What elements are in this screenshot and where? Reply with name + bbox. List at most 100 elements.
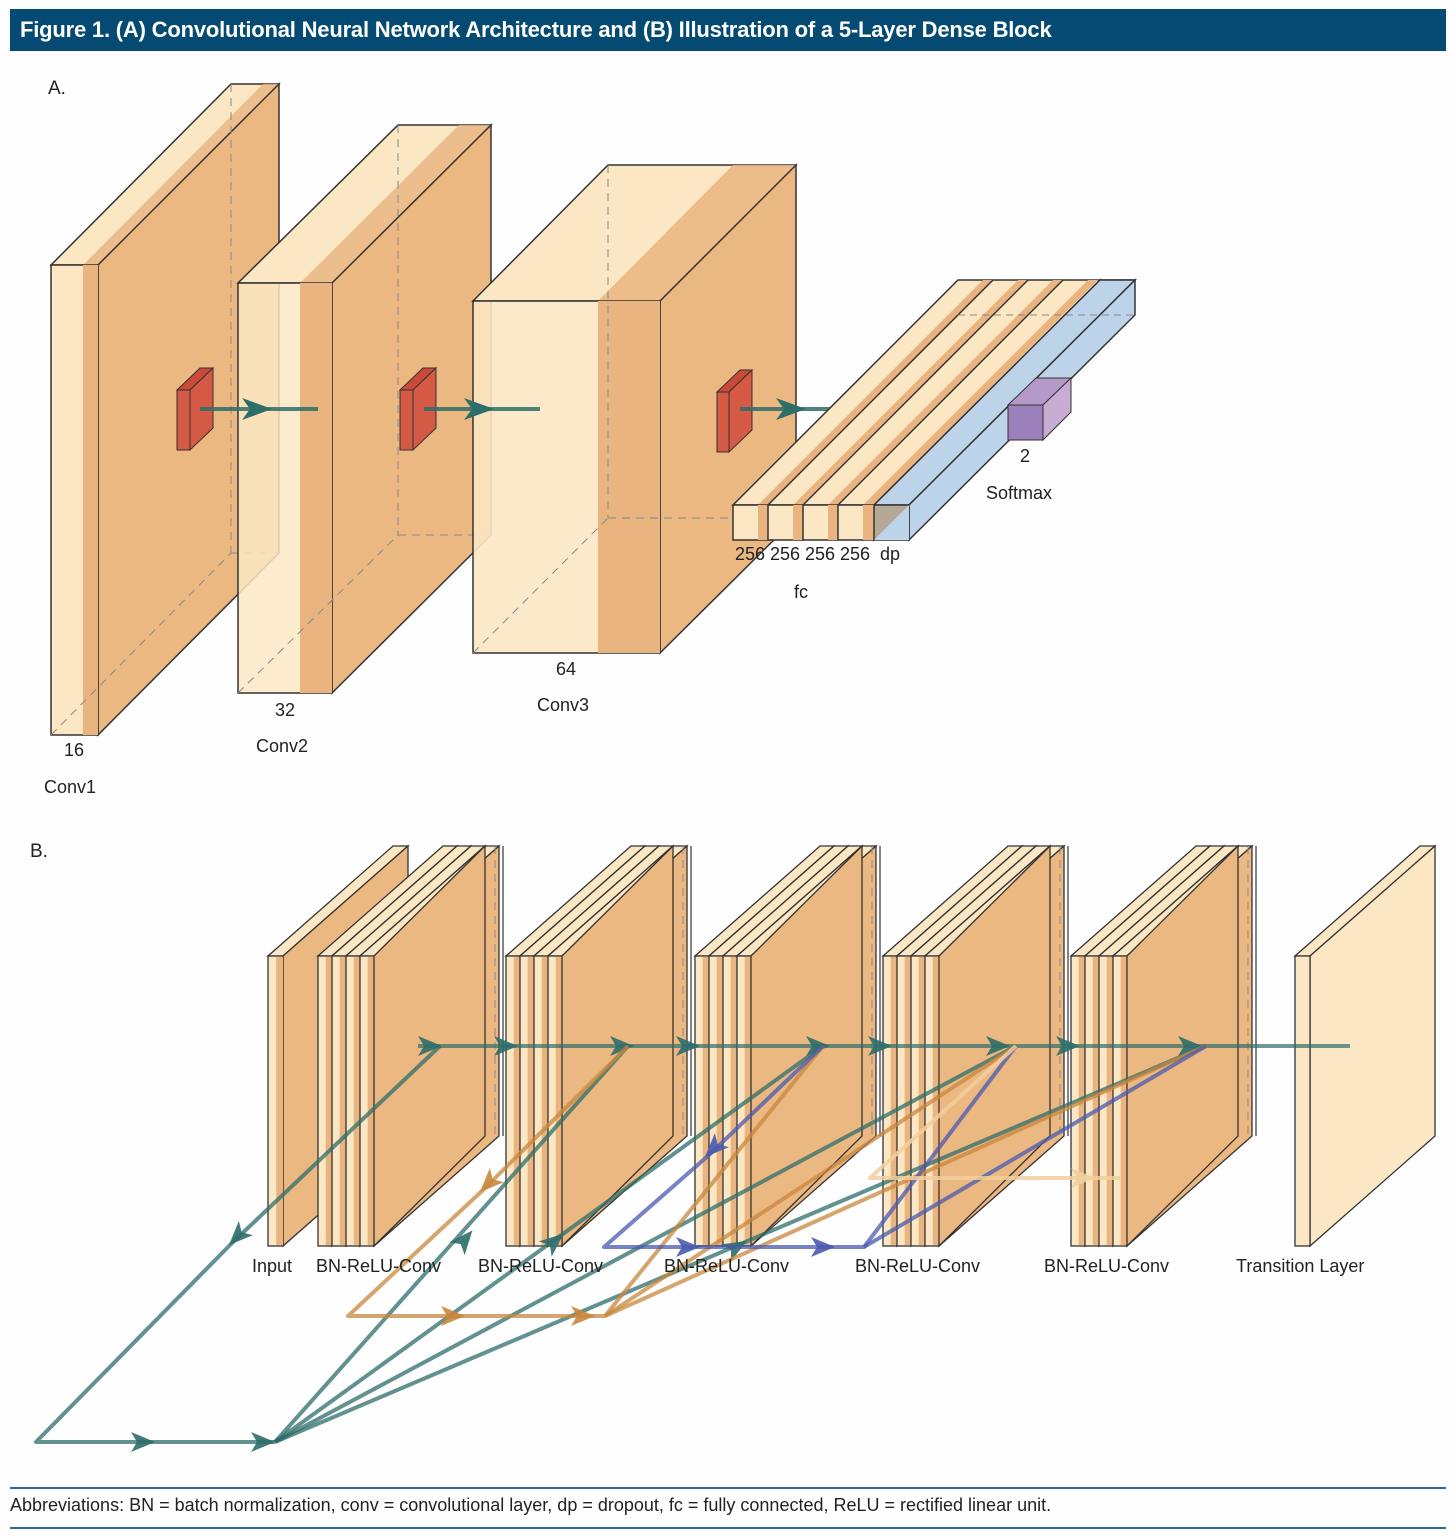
arrowhead-icon [1178,1036,1202,1056]
arrowhead-icon [806,1036,830,1056]
conv2-front-band [300,283,332,693]
slab-band [367,957,374,1245]
dropout-front-blue [874,505,909,540]
slab-band [555,957,562,1245]
conv3-front-band [598,301,660,653]
fc-unit-band [793,505,803,540]
figure-title: Figure 1. (A) Convolutional Neural Netwo… [10,9,1446,51]
layer-label-2: BN-ReLU-Conv [478,1256,603,1276]
abbreviations-note: Abbreviations: BN = batch normalization,… [10,1495,1052,1515]
fc-edge [837,279,1064,506]
arrowhead-icon [464,398,494,420]
kernel-front [176,389,191,451]
skip-connection-orange [604,1044,1207,1318]
panel-a-label: A. [48,78,66,99]
conv1-size: 16 [64,740,84,760]
transition-layer-slab [1293,844,1437,1248]
arrowhead-icon [538,1233,564,1257]
slab-band [325,957,332,1245]
fc-band [758,280,993,505]
arrowhead-icon [251,1432,275,1452]
slab-band [339,957,346,1245]
kernel-front [716,391,730,453]
skip-connection-orange [603,1044,1018,1318]
dense-connections [34,1036,1350,1452]
arrowhead-icon [704,1133,729,1158]
arrowhead-icon [494,1036,518,1056]
arrowhead-icon [418,1036,442,1056]
slab-front [1294,955,1311,1247]
fc-unit-size: 256 [840,544,870,564]
layer-label-transition: Transition Layer [1236,1256,1364,1276]
arrowhead-icon [131,1432,155,1452]
arrowhead-icon [986,1036,1010,1056]
slab-band [541,957,548,1245]
fc-unit-size: 256 [805,544,835,564]
dropout-label: dp [880,544,900,564]
slab-band [276,957,283,1245]
fc-unit-size: 256 [735,544,765,564]
fc-band [863,280,1098,505]
kernel-front [399,389,414,451]
arrowhead-icon [228,1221,253,1246]
conv1-name: Conv1 [44,777,96,797]
divider-top [10,1487,1446,1489]
slab-band [353,957,360,1245]
skip-connection-blue [862,1044,1208,1249]
fc-unit-band [863,505,874,540]
skip-connection-teal [273,1044,630,1444]
fc-band [828,280,1063,505]
fc-edge [767,279,994,506]
conv2-hidden-edge [237,534,399,694]
slab-band [1092,957,1099,1245]
arrowhead-icon [776,398,806,420]
fc-block [731,278,1137,542]
skip-connection-orange [346,1044,825,1318]
slab-band [918,957,925,1245]
arrowhead-icon [610,1036,634,1056]
slab-band [904,957,911,1245]
fc-unit-band [828,505,838,540]
skip-connection-teal [34,1044,442,1444]
fc-band [793,280,1028,505]
arrowhead-icon [441,1306,465,1326]
conv3-name: Conv3 [537,695,589,715]
divider-bottom [10,1527,1446,1529]
fc-unit-size: 256 [770,544,800,564]
layer-label-input: Input [252,1256,292,1276]
slab-band [513,957,520,1245]
softmax-block [1006,376,1073,442]
arrowhead-icon [811,1237,835,1257]
arrowhead-icon [1056,1036,1080,1056]
conv1-top-band [83,84,279,265]
arrowhead-icon [571,1306,595,1326]
layer-label-1: BN-ReLU-Conv [316,1256,441,1276]
layer-label-4: BN-ReLU-Conv [855,1256,980,1276]
fc-edge [802,279,1029,506]
slab-band [890,957,897,1245]
conv1-hidden-edge [50,552,232,736]
conv2-block [236,123,493,695]
arrowhead-icon [868,1036,892,1056]
layer-label-5: BN-ReLU-Conv [1044,1256,1169,1276]
arrowhead-icon [1071,1168,1095,1188]
arrowhead-icon [676,1036,700,1056]
conv1-front-band [83,265,98,735]
arrowhead-icon [676,1237,700,1257]
conv3-size: 64 [556,659,576,679]
slab-band [716,957,723,1245]
softmax-size: 2 [1020,446,1030,466]
arrowhead-icon [242,398,272,420]
softmax-name: Softmax [986,483,1052,503]
arrowhead-icon [449,1230,473,1256]
layer-label-3: BN-ReLU-Conv [664,1256,789,1276]
conv2-size: 32 [275,700,295,720]
fc-unit-band [758,505,768,540]
slab-band [730,957,737,1245]
slab-band [1120,957,1127,1245]
skip-connection-teal [274,1044,1017,1444]
conv2-top-band [300,125,491,283]
conv3-top-band [598,165,796,301]
arrowhead-icon [479,1168,504,1193]
